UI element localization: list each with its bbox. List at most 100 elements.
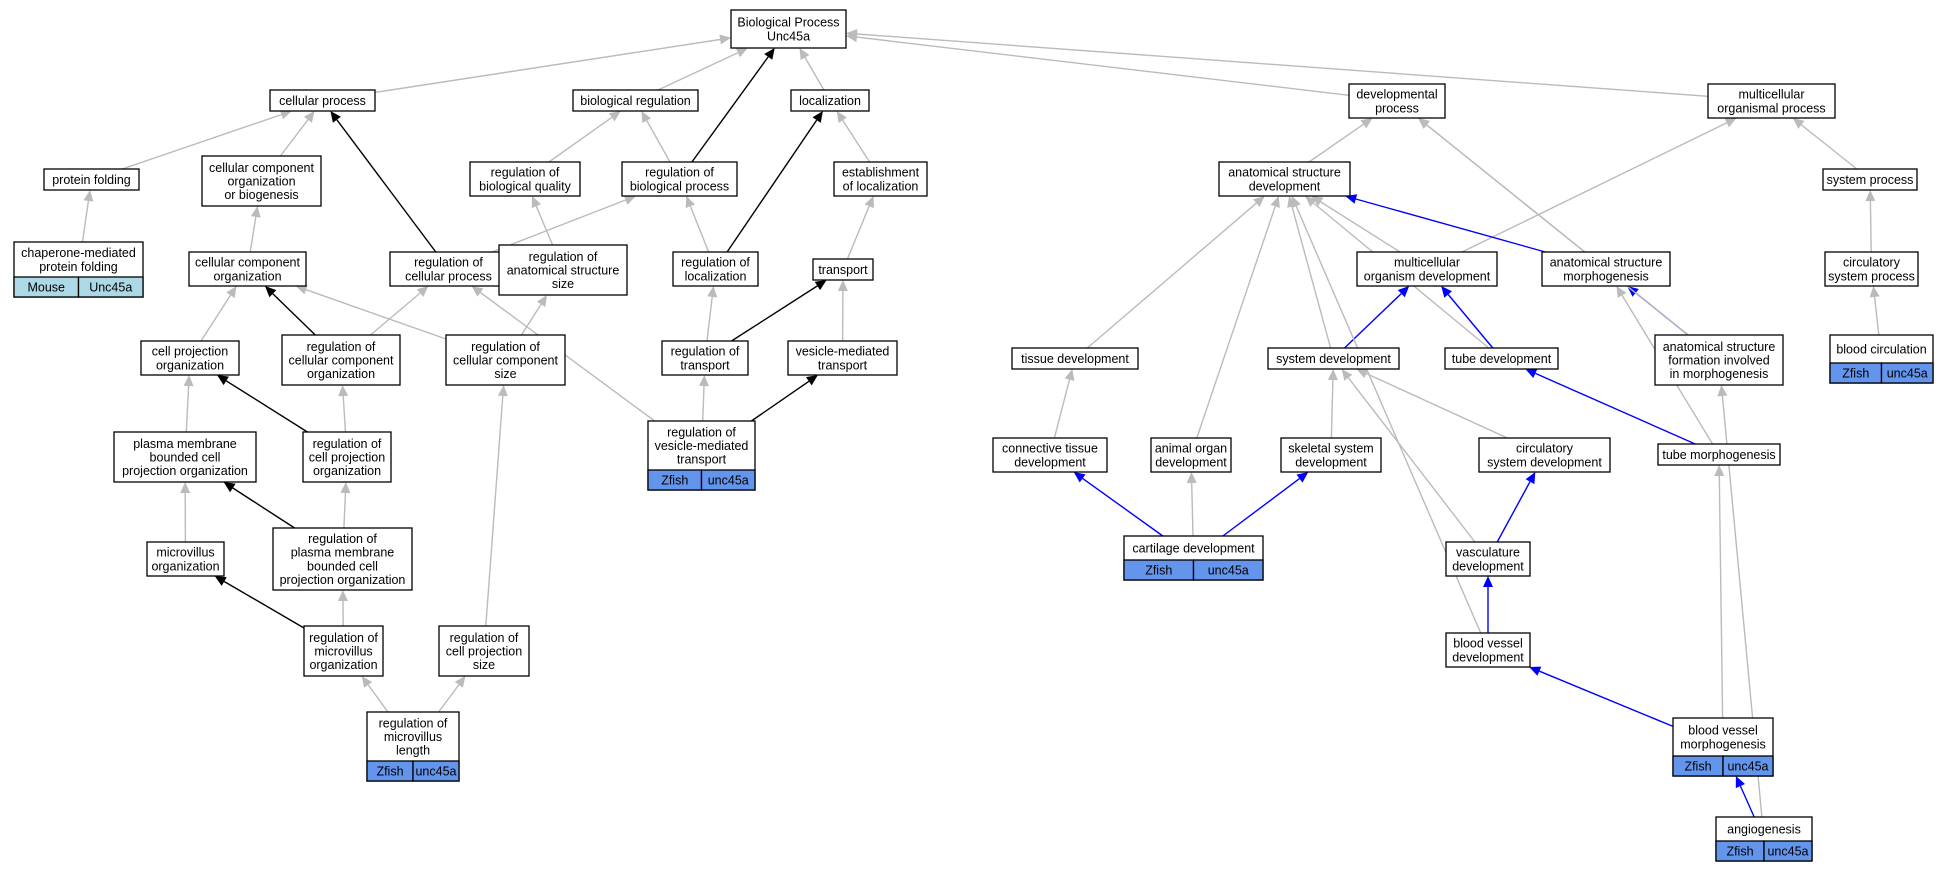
term-node-transport[interactable]: transport: [812, 258, 874, 281]
term-label-line: Unc45a: [767, 29, 810, 43]
term-box: [1654, 334, 1784, 386]
edge-line: [491, 199, 626, 253]
term-node-protein-folding[interactable]: protein folding: [43, 168, 140, 191]
term-box: [445, 334, 566, 386]
term-label-line: blood vessel: [1453, 637, 1523, 651]
species-name: Mouse: [27, 281, 65, 295]
edge-line: [1869, 200, 1872, 253]
term-box: [812, 258, 874, 281]
edge-regulation-of-biological-process-to-biological-regulation: [641, 111, 671, 163]
edge-regulation-of-vesicle-mediated-transport-to-vesicle-mediated-transport: [751, 375, 818, 422]
edge-regulation-of-cellular-process-to-regulation-of-biological-process: [491, 195, 636, 253]
term-node-cellular-process[interactable]: cellular process: [269, 89, 376, 112]
edge-connective-tissue-development-to-tissue-development: [1053, 369, 1075, 439]
term-node-biological-regulation[interactable]: biological regulation: [572, 89, 699, 112]
term-node-tube-development[interactable]: tube development: [1444, 347, 1559, 370]
term-node-regulation-of-vesicle-mediated-transport[interactable]: regulation ofvesicle-mediatedtransportZf…: [647, 420, 756, 491]
term-node-system-development[interactable]: system development: [1267, 347, 1400, 370]
gene-cell: [700, 469, 756, 491]
term-node-tube-morphogenesis[interactable]: tube morphogenesis: [1657, 443, 1781, 466]
edge-arrowhead: [837, 280, 848, 291]
term-label-line: blood circulation: [1836, 343, 1926, 357]
edge-cartilage-development-to-skeletal-system-development: [1222, 472, 1309, 537]
term-box: [1478, 437, 1611, 473]
edge-cellular-component-organization-or-biogenesis-to-cellular-process: [279, 111, 315, 157]
term-label-line: organization: [309, 658, 377, 672]
edge-localization-to-root: [799, 48, 825, 91]
term-box: [469, 161, 581, 197]
term-box: [1541, 251, 1671, 287]
term-node-tissue-development[interactable]: tissue development: [1011, 347, 1139, 370]
term-label-line: transport: [818, 263, 868, 277]
term-label-line: cartilage development: [1132, 542, 1255, 556]
term-label-line: circulatory: [1843, 256, 1901, 270]
term-label-line: projection organization: [122, 464, 248, 478]
edge-tissue-development-to-anatomical-structure-development: [1086, 196, 1265, 349]
edge-line: [520, 303, 542, 336]
term-label-line: protein folding: [39, 260, 118, 274]
term-label-line: morphogenesis: [1680, 737, 1765, 751]
edge-line: [1320, 201, 1401, 253]
edge-regulation-of-transport-to-regulation-of-localization: [706, 286, 718, 342]
term-label-line: length: [396, 744, 430, 758]
term-node-system-process[interactable]: system process: [1822, 168, 1918, 191]
term-label-line: regulation of: [671, 345, 740, 359]
edge-arrowhead: [1441, 286, 1452, 298]
edge-blood-vessel-morphogenesis-to-tube-morphogenesis: [1714, 465, 1725, 719]
term-label-line: anatomical structure: [1228, 166, 1341, 180]
edge-arrowhead: [846, 29, 858, 39]
term-node-localization[interactable]: localization: [790, 89, 870, 112]
term-label-line: process: [1375, 101, 1419, 115]
edge-arrowhead: [416, 286, 429, 297]
gene-cell: [412, 760, 460, 782]
edge-system-process-to-multicellular-organismal-process: [1792, 118, 1858, 170]
edge-regulation-of-cell-projection-organization-to-regulation-of-cellular-component-organization: [338, 385, 349, 433]
term-label-line: skeletal system: [1288, 442, 1373, 456]
edge-multicellular-organism-development-to-multicellular-organismal-process: [1461, 118, 1737, 253]
edge-multicellular-organismal-process-to-root: [846, 29, 1709, 97]
term-label-line: multicellular: [1739, 88, 1805, 102]
edge-anatomical-structure-formation-involved-in-morphogenesis-to-developmental-process: [1418, 118, 1689, 336]
edge-line: [1800, 124, 1858, 170]
